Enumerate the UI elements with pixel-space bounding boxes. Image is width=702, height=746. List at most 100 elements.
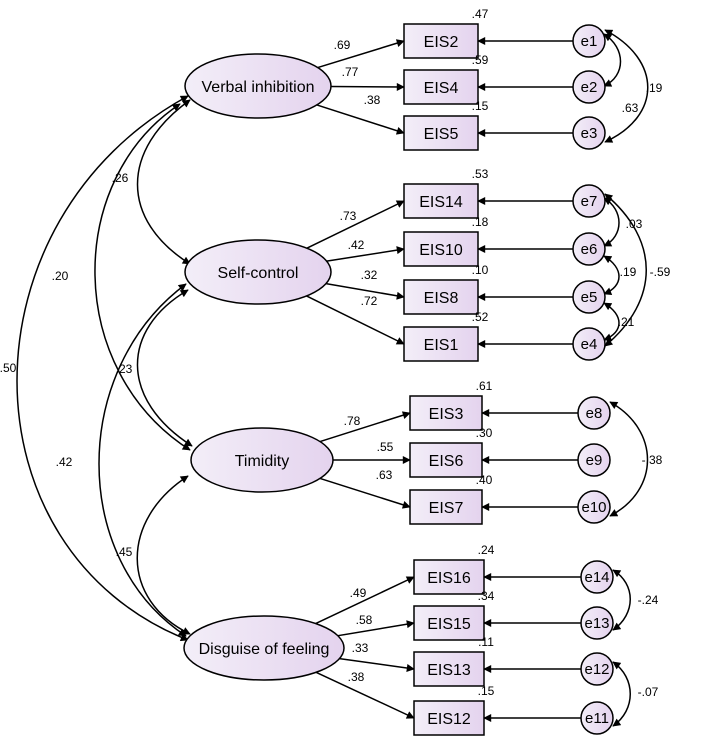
- loading-path-eis8: [325, 282, 405, 300]
- error-e12-circle: [580, 652, 614, 686]
- r2-value-eis3: .61: [476, 379, 493, 393]
- latent-ti-ellipse: [190, 427, 334, 493]
- item-eis7-box: [409, 489, 483, 525]
- error-e9-label: e9: [586, 452, 603, 469]
- error-e6-label: e6: [581, 241, 598, 258]
- error-e4-label: e4: [581, 336, 598, 353]
- error-covariance-e8-e10: [609, 401, 649, 517]
- error-e6-circle: [572, 232, 606, 266]
- item-eis6-label: EIS6: [429, 453, 464, 470]
- loading-path-eis2: [317, 39, 405, 69]
- loading-path-eis1: [306, 295, 405, 345]
- item-eis8-label: EIS8: [424, 290, 459, 307]
- error-covariance-e7-e4: [604, 193, 647, 347]
- loading-value-eis3: .78: [344, 414, 361, 428]
- loading-value-eis10: .42: [348, 238, 365, 252]
- latent-vi-label: Verbal inhibition: [202, 79, 315, 96]
- error-correlation-e1-e2: .63: [622, 101, 639, 115]
- error-e10-label: e10: [581, 499, 606, 516]
- r2-value-eis4: .59: [472, 53, 489, 67]
- error-e11-label: e11: [585, 710, 609, 727]
- loading-path-eis14: [306, 200, 405, 249]
- error-correlation-e7-e6: .03: [626, 217, 643, 231]
- error-e13-label: e13: [584, 615, 609, 632]
- error-covariance-e1-e3: [604, 29, 649, 143]
- loading-path-eis16: [315, 576, 415, 625]
- loading-value-eis12: .38: [348, 670, 365, 684]
- error-correlation-e12-e11: -.07: [638, 685, 659, 699]
- error-covariance-e1-e2: [603, 33, 622, 87]
- factor-covariance-sc-df: [98, 283, 187, 637]
- loading-value-eis14: .73: [340, 209, 357, 223]
- latent-df-label: Disguise of feeling: [199, 641, 330, 658]
- latent-sc-label: Self-control: [218, 265, 299, 282]
- error-e8-circle: [577, 396, 611, 430]
- error-e13-circle: [580, 606, 614, 640]
- loading-value-eis6: .55: [377, 440, 394, 454]
- error-e2-label: e2: [581, 79, 598, 96]
- error-correlation-e8-e10: -.38: [642, 453, 663, 467]
- error-e9-circle: [577, 443, 611, 477]
- item-eis15-box: [413, 605, 485, 641]
- error-e3-circle: [572, 116, 606, 150]
- loading-path-eis13: [339, 657, 415, 672]
- item-eis12-box: [413, 700, 485, 736]
- error-e14-label: e14: [584, 569, 609, 586]
- r2-value-eis1: .52: [472, 310, 489, 324]
- loading-value-eis13: .33: [352, 641, 369, 655]
- loading-path-eis15: [337, 620, 415, 637]
- item-eis8-box: [403, 279, 479, 315]
- error-covariance-e5-e4: [603, 302, 620, 342]
- r2-value-eis5: .15: [472, 99, 489, 113]
- r2-value-eis15: .34: [478, 589, 495, 603]
- item-eis13-label: EIS13: [427, 662, 471, 679]
- error-e3-label: e3: [581, 125, 598, 142]
- factor-covariance-vi-ti: [94, 103, 191, 451]
- error-e12-label: e12: [584, 661, 609, 678]
- loading-path-eis12: [315, 671, 415, 719]
- item-eis3-box: [409, 395, 483, 431]
- r2-value-eis10: .18: [472, 215, 489, 229]
- error-correlation-e1-e3: .19: [646, 81, 663, 95]
- error-correlation-e5-e4: .21: [618, 315, 635, 329]
- r2-value-eis16: .24: [478, 543, 495, 557]
- latent-vi-ellipse: [184, 53, 332, 119]
- factor-covariance-sc-ti: [136, 289, 193, 447]
- item-eis2-box: [403, 23, 479, 59]
- item-eis14-label: EIS14: [419, 194, 463, 211]
- error-correlation-e7-e4: -.59: [650, 265, 671, 279]
- loading-value-eis15: .58: [356, 613, 373, 627]
- loading-value-eis4: .77: [342, 65, 359, 79]
- item-eis10-box: [403, 231, 479, 267]
- item-eis1-label: EIS1: [424, 337, 459, 354]
- error-e8-label: e8: [586, 405, 603, 422]
- r2-value-eis13: .11: [478, 635, 494, 649]
- latent-ti-label: Timidity: [235, 453, 290, 470]
- item-eis4-label: EIS4: [424, 80, 459, 97]
- error-e4-circle: [572, 327, 606, 361]
- error-e2-circle: [572, 70, 606, 104]
- error-e10-circle: [577, 490, 611, 524]
- item-eis5-label: EIS5: [424, 126, 459, 143]
- item-eis10-label: EIS10: [419, 242, 463, 259]
- item-eis6-box: [409, 442, 483, 478]
- loading-path-eis10: [326, 246, 405, 262]
- error-covariance-e14-e13: [612, 569, 631, 631]
- error-e5-circle: [572, 280, 606, 314]
- factor-correlation-sc-df: .42: [56, 455, 73, 469]
- error-correlation-e14-e13: -.24: [638, 593, 659, 607]
- loading-path-eis4: [330, 82, 405, 91]
- factor-covariance-ti-df: [136, 475, 191, 635]
- r2-value-eis8: .10: [472, 263, 489, 277]
- loading-value-eis16: .49: [350, 586, 367, 600]
- loading-path-eis3: [319, 411, 411, 443]
- factor-correlation-vi-df: .50: [0, 361, 17, 375]
- item-eis16-label: EIS16: [427, 570, 471, 587]
- loading-value-eis1: .72: [361, 294, 378, 308]
- error-e7-label: e7: [581, 193, 598, 210]
- r2-value-eis14: .53: [472, 167, 489, 181]
- item-eis13-box: [413, 651, 485, 687]
- item-eis3-label: EIS3: [429, 406, 464, 423]
- latent-sc-ellipse: [184, 239, 332, 305]
